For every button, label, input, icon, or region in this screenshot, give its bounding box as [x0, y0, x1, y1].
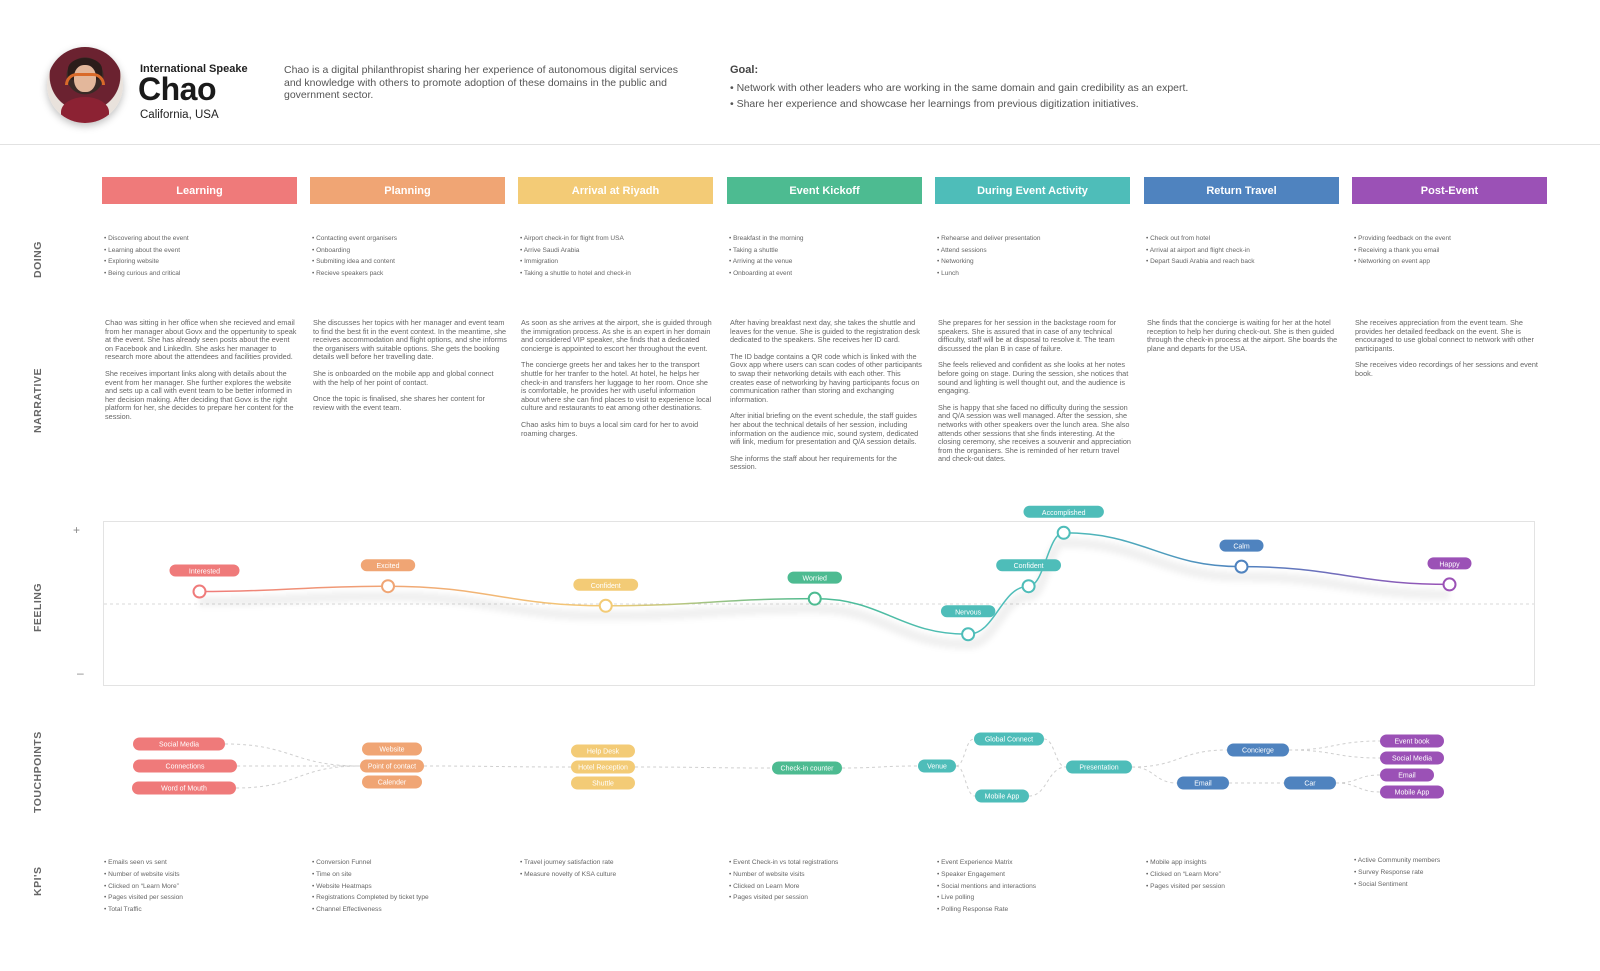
feeling-curve-shadow [200, 543, 1450, 644]
feeling-curve-layer: InterestedExcitedConfidentWorriedNervous… [170, 506, 1472, 644]
feeling-label: Excited [377, 563, 400, 570]
touchpoint-label: Connections [166, 764, 205, 771]
touchpoint-link [1336, 783, 1380, 792]
feeling-point [1058, 527, 1070, 539]
touchpoint-label: Website [379, 747, 404, 754]
feeling-label: Nervous [955, 609, 982, 616]
feeling-label: Worried [803, 576, 827, 583]
touchpoint-label: Check-in counter [781, 766, 835, 773]
touchpoint-label: Shuttle [592, 781, 614, 788]
touchpoint-label: Mobile App [1395, 790, 1430, 797]
touchpoint-label: Social Media [159, 742, 199, 749]
feeling-point [962, 628, 974, 640]
touchpoint-label: Point of contact [368, 764, 416, 771]
touchpoint-link [1336, 775, 1380, 783]
feeling-label: Confident [1014, 563, 1044, 570]
feeling-point [809, 593, 821, 605]
feeling-label: Happy [1439, 561, 1460, 568]
touchpoint-link [1132, 750, 1227, 767]
touchpoint-label: Presentation [1079, 765, 1118, 772]
touchpoint-label: Venue [927, 764, 947, 771]
touchpoint-label: Global Connect [985, 737, 1033, 744]
touchpoint-link [842, 766, 918, 768]
touchpoint-link [1132, 767, 1177, 783]
touchpoint-link [424, 766, 571, 767]
touchpoint-label: Help Desk [587, 749, 620, 756]
touchpoint-label: Email [1194, 781, 1212, 788]
feeling-label: Confident [591, 583, 621, 590]
touchpoint-link [1044, 739, 1066, 767]
touchpoint-label: Word of Mouth [161, 786, 207, 793]
touchpoints-layer: Social MediaConnectionsWord of Mouth Webs… [132, 733, 1444, 803]
touchpoint-link [236, 766, 360, 788]
feeling-point [1023, 580, 1035, 592]
touchpoint-link [1029, 767, 1066, 796]
feeling-label: Interested [189, 569, 220, 576]
touchpoint-link [1289, 741, 1380, 750]
feeling-label: Accomplished [1042, 510, 1086, 517]
feeling-point [1444, 578, 1456, 590]
touchpoint-link [956, 766, 975, 796]
touchpoint-label: Social Media [1392, 756, 1432, 763]
touchpoint-label: Email [1398, 773, 1416, 780]
feeling-point [382, 580, 394, 592]
touchpoint-link [635, 767, 772, 768]
touchpoint-label: Event book [1394, 739, 1430, 746]
touchpoint-label: Concierge [1242, 748, 1274, 755]
touchpoint-label: Mobile App [985, 794, 1020, 801]
touchpoint-link [225, 744, 360, 766]
feeling-point [600, 600, 612, 612]
touchpoint-link [956, 739, 974, 766]
feeling-point [1236, 561, 1248, 573]
feeling-point [194, 586, 206, 598]
touchpoint-label: Hotel Reception [578, 765, 628, 772]
feeling-label: Calm [1233, 544, 1250, 551]
touchpoint-link [1289, 750, 1380, 758]
touchpoint-label: Car [1304, 781, 1316, 788]
touchpoint-label: Calender [378, 780, 407, 787]
